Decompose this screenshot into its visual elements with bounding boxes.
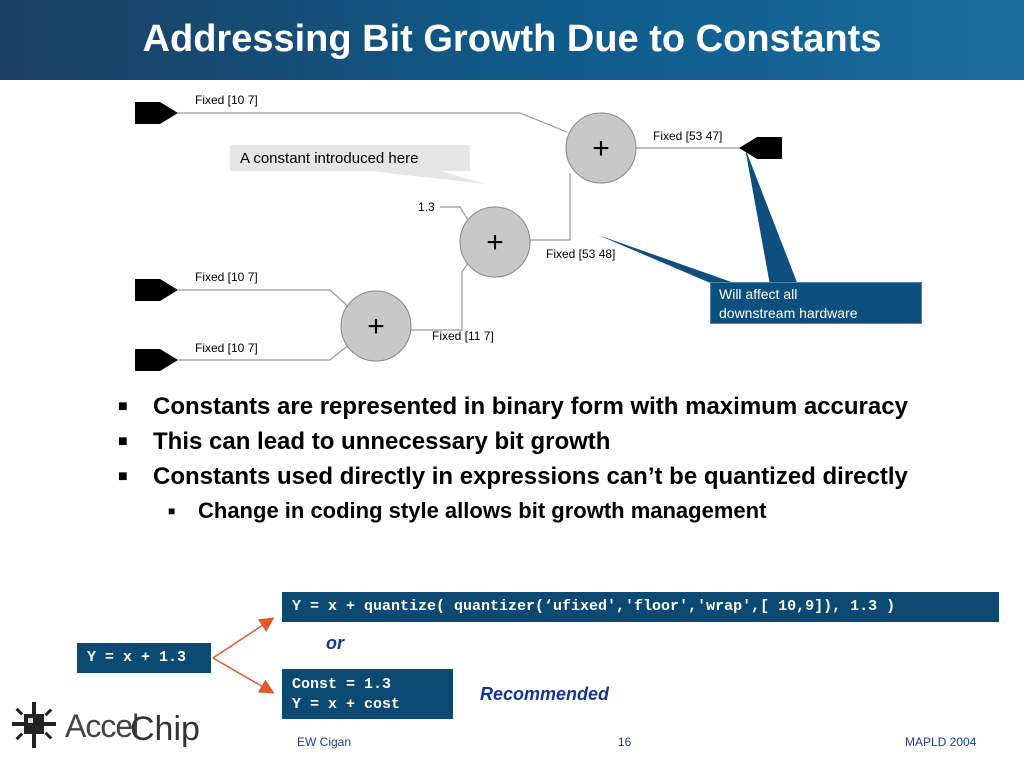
title-bar: Addressing Bit Growth Due to Constants — [0, 0, 1024, 80]
adder-top — [565, 112, 637, 184]
bullet-item: ■ Constants used directly in expressions … — [108, 462, 988, 491]
code-recommended: Const = 1.3 Y = x + cost — [282, 669, 453, 719]
logo-text-accel: Accel — [65, 708, 139, 744]
sub-bullet-marker: ■ — [168, 504, 176, 518]
label-input-mid: Fixed [10 7] — [195, 270, 258, 284]
callout-hardware-pointer-1 — [745, 148, 798, 285]
bullet-text: Constants are represented in binary form… — [153, 393, 908, 420]
sub-bullet-item: ■ Change in coding style allows bit growt… — [108, 497, 988, 525]
label-mid-output: Fixed [53 48] — [546, 247, 616, 261]
bullet-text: This can lead to unnecessary bit growth — [153, 428, 611, 455]
adder-mid — [459, 206, 531, 278]
sub-bullet-text: Change in coding style allows bit growth… — [198, 498, 767, 523]
code-recommended-line-1: Const = 1.3 — [292, 676, 392, 693]
callout-hardware-line-1: Will affect all — [719, 286, 798, 302]
footer-author: EW Cigan — [297, 735, 352, 749]
label-input-top: Fixed [10 7] — [195, 93, 258, 107]
callout-hardware-pointer-2 — [598, 235, 740, 285]
adder-bot — [340, 290, 412, 362]
callout-hardware: Will affect all downstream hardware — [710, 282, 922, 324]
label-low-output: Fixed [11 7] — [432, 329, 494, 343]
label-input-bot: Fixed [10 7] — [195, 341, 258, 355]
callout-constant-text: A constant introduced here — [240, 150, 419, 167]
input-port-top — [135, 102, 178, 124]
slide-title: Addressing Bit Growth Due to Constants — [142, 18, 882, 60]
bullet-marker: ■ — [118, 398, 128, 415]
adder-diagram: Fixed [10 7] Fixed [53 47] 1.3 Fixed [53… — [0, 80, 1024, 390]
diagram-wires — [135, 102, 798, 371]
accelchip-logo: Accel Chip — [10, 700, 210, 760]
input-port-bot — [135, 349, 178, 371]
recommended-label: Recommended — [480, 684, 610, 704]
label-output-top: Fixed [53 47] — [653, 129, 723, 143]
bullet-marker: ■ — [118, 468, 128, 485]
bullet-marker: ■ — [118, 433, 128, 450]
bullet-list: ■ Constants are represented in binary for… — [108, 392, 988, 525]
bullet-text: Constants used directly in expressions c… — [153, 463, 908, 490]
bullet-item: ■ Constants are represented in binary for… — [108, 392, 988, 421]
output-port — [739, 137, 782, 159]
callout-constant: A constant introduced here — [230, 145, 470, 171]
arrow-to-recommended — [212, 657, 275, 694]
code-recommended-line-2: Y = x + cost — [292, 696, 401, 713]
or-label: or — [326, 633, 344, 653]
bullet-item: ■ This can lead to unnecessary bit growth — [108, 427, 988, 456]
adder-bot-symbol: + — [367, 310, 385, 343]
callout-constant-pointer — [370, 171, 485, 184]
footer-page-number: 16 — [618, 735, 632, 749]
adder-mid-symbol: + — [486, 226, 504, 259]
label-constant: 1.3 — [418, 200, 435, 214]
input-port-mid — [135, 279, 178, 301]
callout-hardware-line-2: downstream hardware — [719, 305, 858, 321]
callout-hardware-text: Will affect all downstream hardware — [719, 285, 858, 323]
code-original: Y = x + 1.3 — [77, 643, 211, 673]
adder-top-symbol: + — [592, 132, 610, 165]
logo-text-chip: Chip — [130, 710, 200, 748]
footer-event: MAPLD 2004 — [905, 735, 977, 749]
logo-chip-icon — [12, 702, 56, 748]
arrow-to-quantized — [212, 617, 275, 659]
code-quantized: Y = x + quantize( quantizer(‘ufixed','fl… — [282, 592, 999, 622]
